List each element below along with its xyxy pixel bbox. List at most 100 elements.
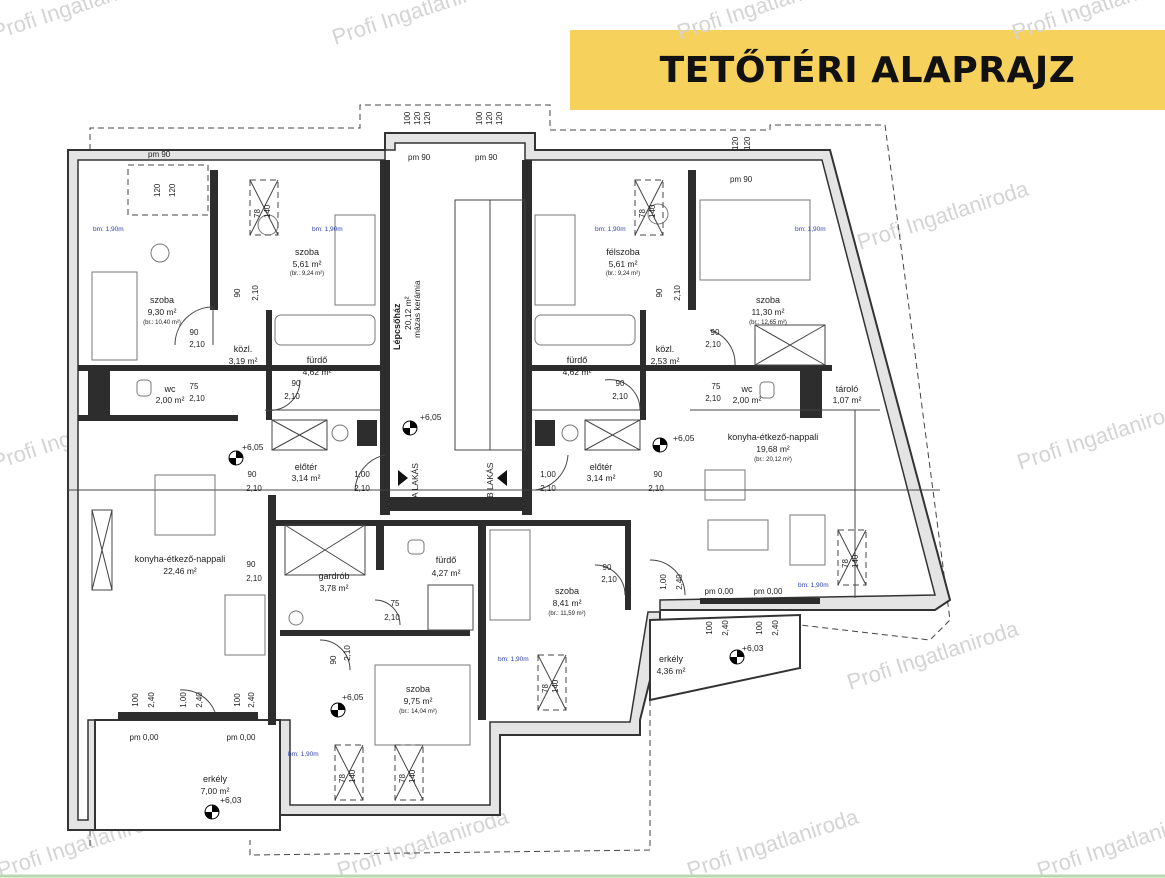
- svg-text:100: 100: [403, 111, 412, 125]
- svg-text:140: 140: [851, 554, 860, 568]
- svg-text:2,00 m²: 2,00 m²: [733, 395, 762, 405]
- svg-text:bm: 1,90m: bm: 1,90m: [498, 656, 529, 663]
- watermark: Profi Ingatlaniroda: [1014, 396, 1165, 475]
- svg-text:közl.: közl.: [656, 344, 675, 354]
- washing-machine: [561, 424, 579, 442]
- svg-text:120: 120: [153, 183, 162, 197]
- svg-text:19,68 m²: 19,68 m²: [756, 444, 790, 454]
- apartment-markers: A LAKÁS B LAKÁS: [398, 462, 507, 498]
- watermark: Profi Ingatlaniroda: [844, 616, 1022, 695]
- svg-text:22,46 m²: 22,46 m²: [163, 566, 197, 576]
- svg-text:1,07 m²: 1,07 m²: [833, 395, 862, 405]
- svg-text:3,14 m²: 3,14 m²: [292, 473, 321, 483]
- svg-text:szoba: szoba: [406, 684, 430, 694]
- watermark: Profi Ingatlaniroda: [674, 0, 852, 45]
- svg-text:előtér: előtér: [590, 462, 613, 472]
- toilet: [759, 381, 775, 399]
- watermark: Profi Ingatlaniroda: [684, 804, 862, 878]
- svg-text:szoba: szoba: [756, 295, 780, 305]
- svg-text:1,00: 1,00: [179, 692, 188, 708]
- level-marker: +6,05: [652, 433, 695, 453]
- svg-text:(br.: 12,65 m²): (br.: 12,65 m²): [749, 320, 787, 326]
- svg-text:2,10: 2,10: [540, 484, 556, 493]
- svg-text:félszoba: félszoba: [606, 247, 640, 257]
- svg-text:2,53 m²: 2,53 m²: [651, 356, 680, 366]
- svg-text:2,10: 2,10: [189, 340, 205, 349]
- svg-text:(br.: 9,24 m²): (br.: 9,24 m²): [290, 271, 324, 277]
- furniture: [91, 199, 826, 746]
- svg-text:tároló: tároló: [836, 384, 859, 394]
- svg-text:100: 100: [233, 693, 242, 707]
- svg-text:bm: 1,90m: bm: 1,90m: [595, 226, 626, 233]
- svg-text:90: 90: [233, 288, 242, 297]
- sofa: [704, 469, 746, 501]
- svg-text:100: 100: [131, 693, 140, 707]
- svg-text:fürdő: fürdő: [307, 355, 328, 365]
- svg-text:fürdő: fürdő: [436, 555, 457, 565]
- coffee-table: [707, 519, 769, 551]
- bathtub: [274, 314, 376, 346]
- svg-text:75: 75: [190, 382, 199, 391]
- svg-text:120: 120: [495, 111, 504, 125]
- svg-text:2,10: 2,10: [354, 484, 370, 493]
- svg-text:90: 90: [247, 560, 256, 569]
- level-marker: +6,03: [204, 795, 242, 820]
- svg-text:2,10: 2,10: [705, 340, 721, 349]
- plan-lines: [68, 199, 940, 631]
- svg-text:140: 140: [263, 204, 272, 218]
- svg-text:2,40: 2,40: [195, 692, 204, 708]
- svg-text:erkély: erkély: [659, 654, 684, 664]
- svg-text:3,19 m²: 3,19 m²: [229, 356, 258, 366]
- svg-text:Lépcsőház: Lépcsőház: [392, 303, 402, 350]
- svg-text:(br.: 11,59 m²): (br.: 11,59 m²): [548, 611, 585, 617]
- svg-text:2,40: 2,40: [771, 620, 780, 636]
- dormer-windows: 120 120 pm 90 100 120 120 pm 90 100 120 …: [127, 111, 753, 216]
- svg-text:140: 140: [551, 679, 560, 693]
- svg-text:bm: 1,90m: bm: 1,90m: [312, 226, 343, 233]
- svg-text:wc: wc: [741, 384, 753, 394]
- svg-text:pm 0,00: pm 0,00: [130, 733, 159, 742]
- svg-text:pm 90: pm 90: [148, 150, 171, 159]
- height-notes: bm: 1,90m bm: 1,90m bm: 1,90m bm: 1,90m …: [93, 226, 829, 758]
- svg-text:+6,03: +6,03: [742, 643, 764, 653]
- svg-text:90: 90: [248, 470, 257, 479]
- svg-text:2,10: 2,10: [612, 392, 628, 401]
- svg-text:100: 100: [705, 621, 714, 635]
- level-markers: +6,05 +6,05 +6,05 +6,05 +6,03 +6,03: [204, 412, 764, 820]
- svg-text:pm 90: pm 90: [730, 175, 753, 184]
- svg-text:120: 120: [168, 183, 177, 197]
- toilet: [136, 379, 152, 397]
- svg-text:+6,05: +6,05: [242, 442, 264, 452]
- apartment-b-label: B LAKÁS: [485, 462, 495, 498]
- svg-text:90: 90: [292, 379, 301, 388]
- svg-text:erkély: erkély: [203, 774, 228, 784]
- dining-table: [154, 474, 216, 536]
- svg-text:90: 90: [190, 328, 199, 337]
- armchair: [789, 514, 826, 566]
- bed: [489, 529, 531, 621]
- svg-text:78: 78: [541, 684, 550, 693]
- svg-text:gardrób: gardrób: [318, 571, 349, 581]
- door-swings: [174, 306, 736, 713]
- svg-text:9,75 m²: 9,75 m²: [404, 696, 433, 706]
- svg-text:140: 140: [408, 769, 417, 783]
- svg-text:2,10: 2,10: [246, 574, 262, 583]
- bathtub: [534, 314, 636, 346]
- watermark: Profi Ingatlaniroda: [329, 0, 507, 50]
- level-marker: +6,05: [402, 412, 442, 436]
- svg-text:(br.: 20,12 m²): (br.: 20,12 m²): [754, 457, 792, 463]
- svg-text:fürdő: fürdő: [567, 355, 588, 365]
- svg-text:(br.: 10,40 m²): (br.: 10,40 m²): [143, 320, 181, 326]
- svg-text:szoba: szoba: [295, 247, 319, 257]
- svg-text:(br.: 9,24 m²): (br.: 9,24 m²): [606, 271, 640, 277]
